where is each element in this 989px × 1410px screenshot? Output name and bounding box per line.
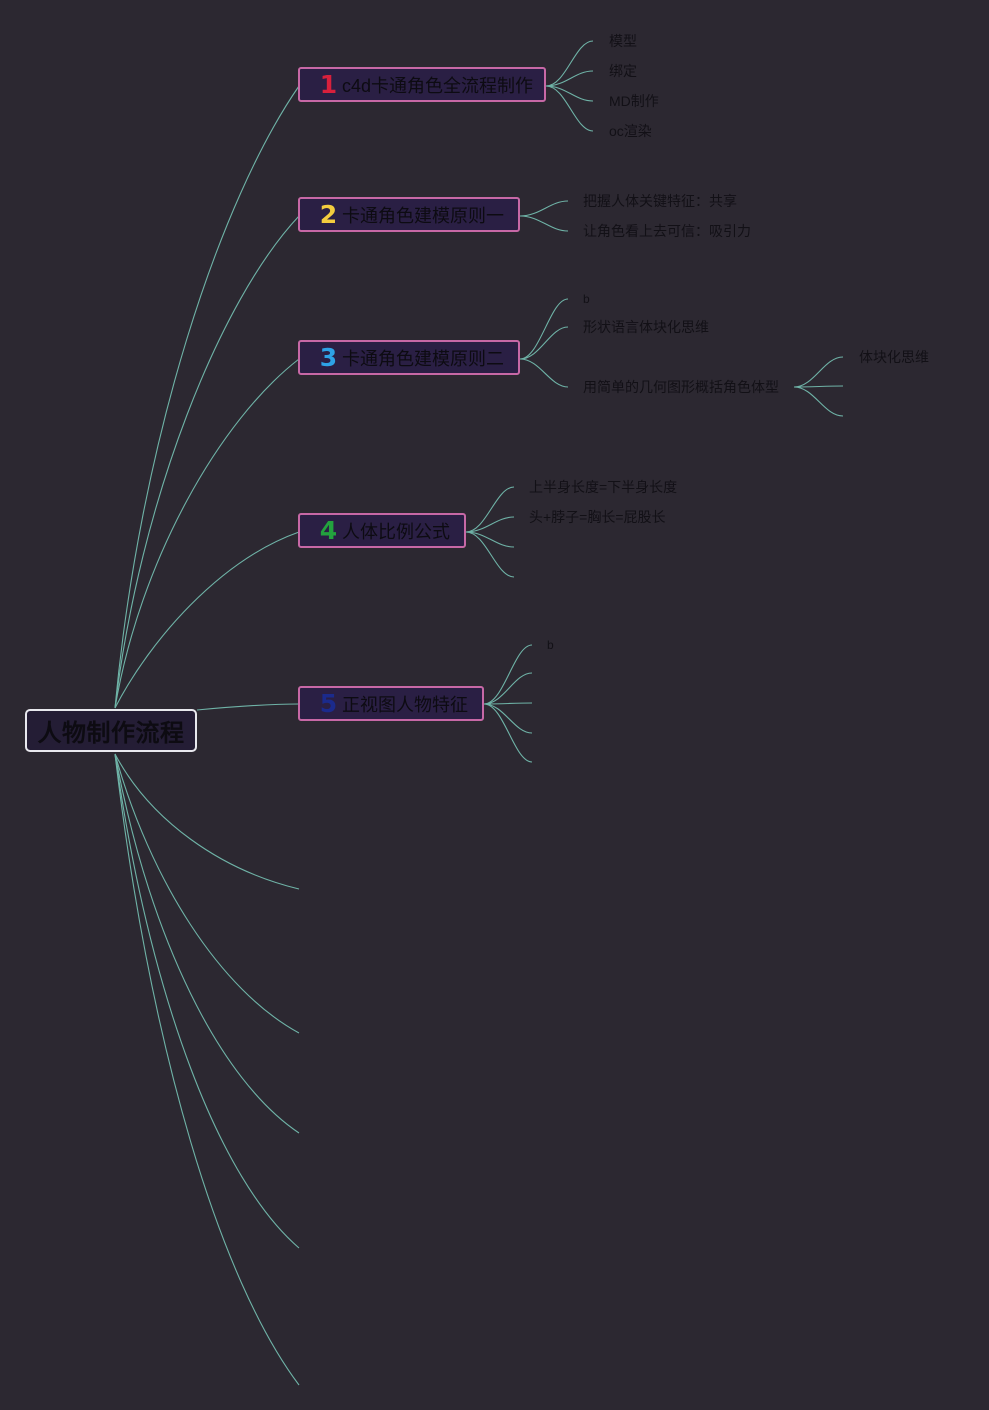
link-t1-c2 <box>545 70 594 87</box>
topic-1-child-1[interactable]: 模型 <box>609 33 637 49</box>
topic-2-child-2[interactable]: 让角色看上去可信：吸引力 <box>583 223 751 239</box>
topic-3-grandchild-1[interactable]: 体块化思维 <box>859 349 929 365</box>
link-t5-c1 <box>483 644 533 705</box>
topic-4-child-2[interactable]: 头+脖子=胸长=屁股长 <box>529 509 666 525</box>
link-root-empty-5 <box>114 753 300 1386</box>
topic-3-label: 卡通角色建模原则二 <box>342 348 504 369</box>
topic-4-label: 人体比例公式 <box>342 521 450 542</box>
link-root-topic-4 <box>114 531 300 709</box>
topic-3-child-2[interactable]: 形状语言体块化思维 <box>583 319 709 335</box>
topic-2-number: 2 <box>319 200 338 229</box>
link-root-topic-2 <box>114 215 300 709</box>
topic-4-number: 4 <box>319 516 338 545</box>
link-t5-c2 <box>483 672 533 705</box>
topic-1-child-3[interactable]: MD制作 <box>609 93 659 109</box>
link-t3-g1 <box>793 356 844 388</box>
link-t5-c4 <box>483 703 533 734</box>
link-t3-c1 <box>519 298 569 360</box>
topic-5[interactable]: 5 正视图人物特征 <box>298 686 484 721</box>
topic-5-child-1[interactable]: b <box>547 638 554 652</box>
link-t2-c1 <box>519 200 569 217</box>
topic-4-child-1[interactable]: 上半身长度=下半身长度 <box>529 479 678 495</box>
link-root-empty-4 <box>114 753 300 1249</box>
topic-2-child-1[interactable]: 把握人体关键特征：共享 <box>583 193 737 209</box>
root-topic-label: 人物制作流程 <box>37 720 185 747</box>
link-t1-c4 <box>545 85 594 132</box>
topic-3-child-1[interactable]: b <box>583 292 590 306</box>
link-t3-c3 <box>519 358 569 388</box>
topic-2-label: 卡通角色建模原则一 <box>342 205 504 226</box>
link-t4-c1 <box>465 486 515 533</box>
link-t3-g2 <box>793 385 844 388</box>
link-t3-c2 <box>519 326 569 360</box>
topic-5-label: 正视图人物特征 <box>342 694 468 715</box>
topic-1-number: 1 <box>319 70 338 99</box>
topic-5-number: 5 <box>319 689 338 718</box>
link-t4-c4 <box>465 531 515 578</box>
topic-4[interactable]: 4 人体比例公式 <box>298 513 466 548</box>
link-root-empty-3 <box>114 753 300 1134</box>
link-root-empty-1 <box>114 753 300 890</box>
link-t4-c2 <box>465 516 515 533</box>
topic-1-child-4[interactable]: oc渲染 <box>609 123 652 139</box>
link-t2-c2 <box>519 215 569 232</box>
link-t3-g3 <box>793 386 844 417</box>
link-t5-c3 <box>483 702 533 705</box>
link-root-topic-5 <box>196 703 300 711</box>
link-t1-c1 <box>545 40 594 87</box>
link-root-topic-3 <box>114 358 300 709</box>
link-root-empty-2 <box>114 753 300 1034</box>
link-t5-c5 <box>483 703 533 763</box>
topic-1[interactable]: 1 c4d卡通角色全流程制作 <box>298 67 546 102</box>
topic-3-number: 3 <box>319 343 338 372</box>
topic-3-child-3[interactable]: 用简单的几何图形概括角色体型 <box>583 379 779 395</box>
topic-1-child-2[interactable]: 绑定 <box>609 63 637 79</box>
root-topic[interactable]: 人物制作流程 <box>25 709 197 752</box>
topic-2[interactable]: 2 卡通角色建模原则一 <box>298 197 520 232</box>
topic-3[interactable]: 3 卡通角色建模原则二 <box>298 340 520 375</box>
link-root-topic-1 <box>114 85 300 709</box>
topic-1-label: c4d卡通角色全流程制作 <box>342 75 534 96</box>
